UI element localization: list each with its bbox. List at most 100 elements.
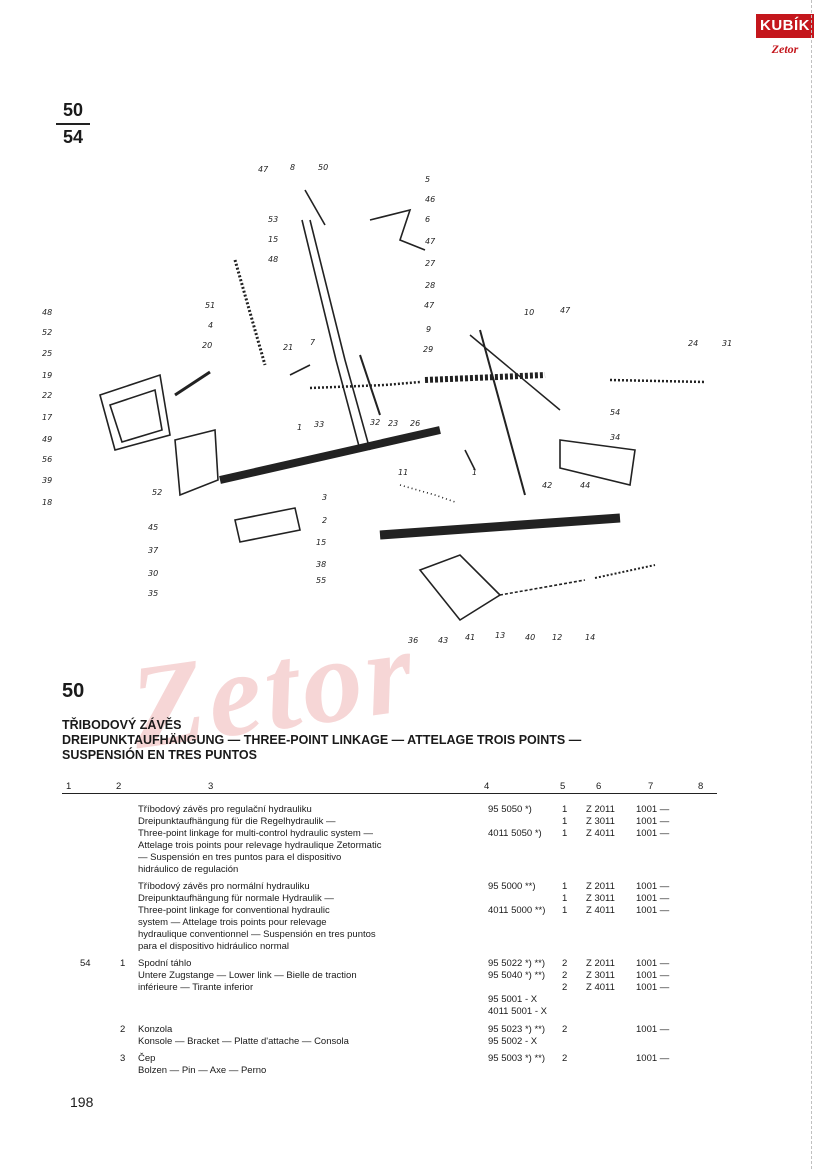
row-code: 1001 —: [636, 804, 670, 815]
callout-label: 48: [268, 255, 278, 264]
callout-label: 20: [202, 341, 212, 350]
callout-label: 50: [318, 163, 328, 172]
row-description: — Suspensión en tres puntos para el disp…: [138, 852, 342, 863]
callout-label: 26: [410, 419, 420, 428]
row-description: Konsole — Bracket — Platte d'attache — C…: [138, 1036, 349, 1047]
row-col2: 1: [120, 958, 126, 969]
lower-link-lower: [379, 513, 621, 540]
row-col1: 54: [80, 958, 91, 969]
fraction-bar: [56, 123, 90, 125]
callout-label: 19: [42, 371, 52, 380]
row-description: Three-point linkage for conventional hyd…: [138, 905, 330, 916]
row-code: 1001 —: [636, 881, 670, 892]
row-part-number: 95 5000 **): [488, 881, 536, 892]
callout-label: 46: [425, 195, 435, 204]
row-code: 1001 —: [636, 1053, 670, 1064]
callout-label: 7: [310, 338, 316, 347]
callout-label: 28: [425, 281, 435, 290]
stabilizer-bar: [559, 439, 636, 486]
row-quantity: 1: [562, 881, 568, 892]
lift-rod: [309, 219, 371, 451]
callout-label: 49: [42, 435, 52, 444]
exploded-parts-diagram: 47 8 50 5 46 6 53 15 47 48 27 28 51 4 47…: [42, 163, 732, 645]
row-quantity: 2: [562, 1024, 568, 1035]
header-rule: [62, 793, 717, 794]
callout-label: 47: [560, 306, 571, 315]
callout-label: 11: [398, 468, 408, 477]
callout-label: 25: [42, 349, 52, 358]
column-header: 5: [560, 781, 566, 792]
row-part-number: 4011 5050 *): [488, 828, 542, 839]
diagram-callouts: 47 8 50 5 46 6 53 15 47 48 27 28 51 4 47…: [42, 163, 732, 645]
row-description: hidráulico de regulación: [138, 864, 239, 875]
row-quantity: 1: [562, 828, 568, 839]
callout-label: 39: [42, 476, 52, 485]
callout-label: 44: [580, 481, 590, 490]
section-title: TŘIBODOVÝ ZÁVĚS DREIPUNKTAUFHÄNGUNG — TH…: [62, 718, 581, 763]
row-description: Čep: [138, 1053, 156, 1064]
callout-label: 18: [42, 498, 52, 507]
callout-label: 10: [524, 308, 534, 317]
row-description: Bolzen — Pin — Axe — Perno: [138, 1065, 267, 1076]
row-model: Z 3011: [586, 893, 615, 904]
pin-20: [174, 370, 211, 397]
row-description: Dreipunktaufhängung für normale Hydrauli…: [138, 893, 334, 904]
callout-label: 1: [472, 468, 477, 477]
callout-label: 13: [495, 631, 505, 640]
row-quantity: 2: [562, 1053, 568, 1064]
row-description: system — Attelage trois points pour rele…: [138, 917, 327, 928]
callout-label: 12: [552, 633, 562, 642]
callout-label: 38: [316, 560, 326, 569]
column-header: 4: [484, 781, 490, 792]
callout-label: 32: [370, 418, 380, 427]
row-part-number: 95 5003 *) **): [488, 1053, 546, 1064]
row-code: 1001 —: [636, 816, 670, 827]
callout-label: 4: [208, 321, 213, 330]
row-model: Z 4011: [586, 905, 615, 916]
callout-label: 29: [423, 345, 433, 354]
row-quantity: 1: [562, 816, 568, 827]
row-quantity: 2: [562, 982, 568, 993]
row-description: inférieure — Tirante inferior: [138, 982, 254, 993]
callout-label: 48: [42, 308, 52, 317]
page-fraction: 50 54: [56, 100, 90, 148]
title-line: DREIPUNKTAUFHÄNGUNG — THREE-POINT LINKAG…: [62, 733, 582, 747]
callout-label: 6: [425, 215, 430, 224]
row-code: 1001 —: [636, 1024, 670, 1035]
callout-label: 24: [688, 339, 698, 348]
logo-sub-text: Zetor: [771, 42, 799, 56]
diagram-parts: [99, 189, 706, 622]
row-quantity: 1: [562, 905, 568, 916]
row-description: Attelage trois points pour relevage hydr…: [138, 840, 382, 851]
brand-logo: KUBÍK Zetor: [756, 14, 814, 68]
row-part-number: 4011 5000 **): [488, 905, 546, 916]
callout-label: 1: [297, 423, 302, 432]
callout-label: 55: [316, 576, 326, 585]
row-part-number: 95 5002 - X: [488, 1036, 538, 1047]
lower-link-upper: [219, 426, 441, 484]
row-part-number: 95 5050 *): [488, 804, 532, 815]
row-code: 1001 —: [636, 828, 670, 839]
callout-label: 54: [610, 408, 620, 417]
callout-label: 41: [465, 633, 475, 642]
row-code: 1001 —: [636, 905, 670, 916]
row-model: Z 4011: [586, 828, 615, 839]
top-link-left: [309, 380, 421, 390]
bracket: [234, 507, 301, 543]
row-description: Untere Zugstange — Lower link — Bielle d…: [138, 970, 357, 981]
callout-label: 5: [425, 175, 430, 184]
callout-label: 53: [268, 215, 278, 224]
row-quantity: 2: [562, 970, 568, 981]
row-part-number: 4011 5001 - X: [488, 1006, 547, 1017]
callout-label: 56: [42, 455, 52, 464]
top-link-tube: [424, 372, 546, 383]
column-header: 7: [648, 781, 654, 792]
plate: [174, 428, 219, 497]
title-line: TŘIBODOVÝ ZÁVĚS: [62, 718, 182, 732]
page-edge-marks: [811, 0, 826, 1169]
callout-label: 33: [314, 420, 324, 429]
crank-handle: [369, 208, 426, 251]
row-col2: 3: [120, 1053, 126, 1064]
callout-label: 35: [148, 589, 158, 598]
column-header: 2: [116, 781, 122, 792]
